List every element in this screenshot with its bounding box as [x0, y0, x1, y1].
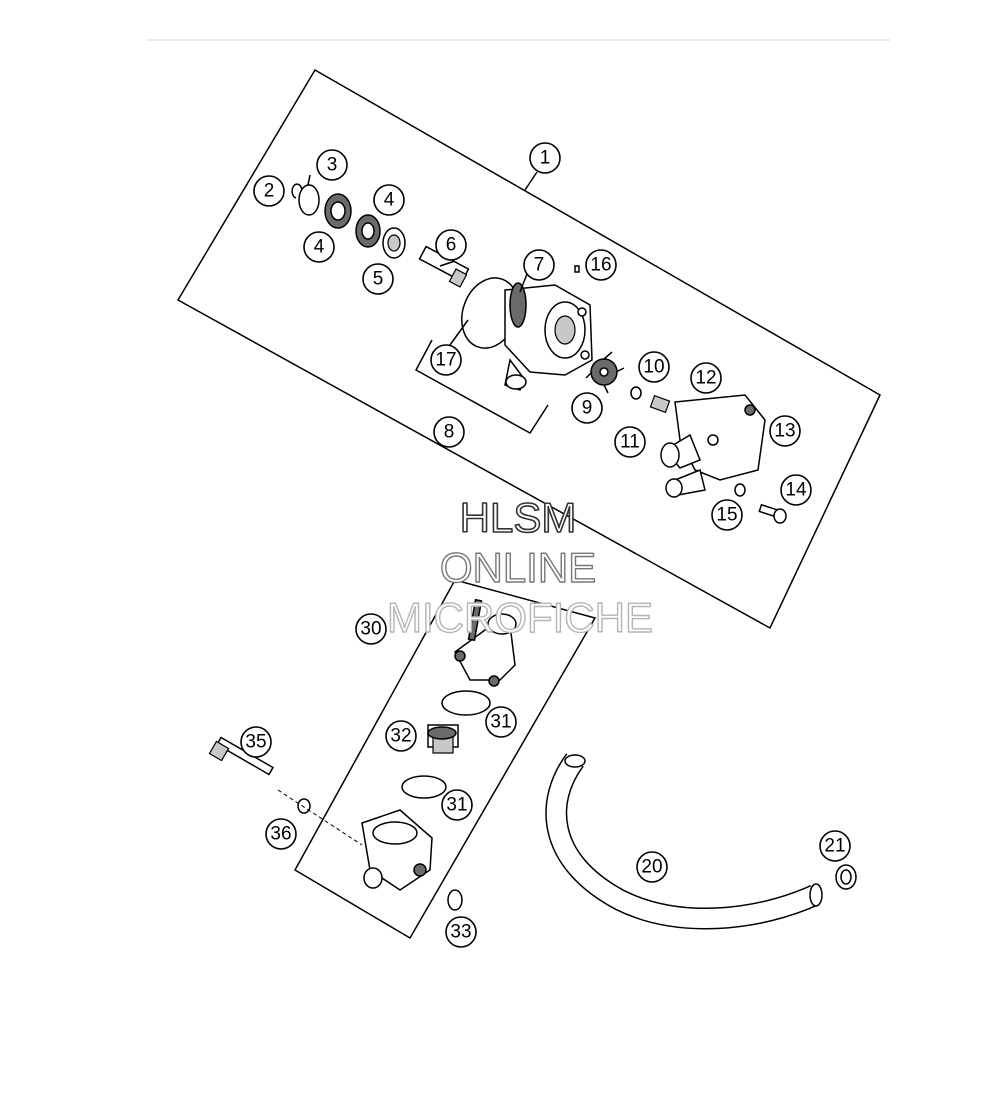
retaining-ring-part [298, 184, 320, 216]
callout-33: 33 [445, 916, 477, 948]
pump-housing-bracket [414, 339, 549, 434]
washer-part [630, 386, 642, 400]
callout-11: 11 [614, 426, 646, 458]
callout-30-label: 30 [360, 619, 381, 640]
thermostat-cover-part [454, 613, 517, 687]
bearing-part-1 [324, 193, 352, 229]
callout-20: 20 [636, 851, 668, 883]
callout-35-label: 35 [245, 732, 266, 753]
thermostat-bolt-part [467, 598, 483, 642]
thermostat-assembly-frame [293, 579, 597, 940]
leader-lines-pump [307, 171, 538, 346]
small-o-ring-part [447, 889, 463, 911]
callout-10: 10 [638, 351, 670, 383]
impeller-part [585, 351, 625, 394]
callout-5: 5 [362, 263, 394, 295]
callout-21: 21 [819, 830, 851, 862]
cover-o-ring-part [734, 483, 746, 497]
callout-15: 15 [711, 499, 743, 531]
callout-4-upper: 4 [373, 184, 405, 216]
callout-13: 13 [769, 415, 801, 447]
callout-6-label: 6 [446, 235, 457, 256]
callout-30: 30 [355, 613, 387, 645]
callout-6: 6 [435, 229, 467, 261]
callout-9: 9 [571, 392, 603, 424]
callout-3: 3 [316, 149, 348, 181]
callout-32-label: 32 [390, 726, 411, 747]
o-ring-small-part [574, 265, 580, 273]
callout-31-lower: 31 [441, 789, 473, 821]
callout-12: 12 [690, 362, 722, 394]
callout-16-label: 16 [590, 255, 611, 276]
impeller-screw-part [649, 394, 671, 414]
long-bolt-part [208, 736, 275, 776]
pump-cover-part [660, 394, 766, 498]
watermark-line-2: ONLINE [440, 544, 596, 591]
callout-11-label: 11 [620, 432, 640, 453]
callout-2: 2 [253, 175, 285, 207]
callout-31-upper: 31 [485, 706, 517, 738]
circlip-part [291, 183, 303, 199]
callout-7: 7 [523, 249, 555, 281]
callout-36-label: 36 [270, 824, 291, 845]
callout-14: 14 [780, 474, 812, 506]
callout-16: 16 [585, 249, 617, 281]
callout-20-label: 20 [641, 857, 662, 878]
o-ring-lower-part [401, 775, 447, 799]
callout-2-label: 2 [264, 181, 275, 202]
watermark-line-1: HLSM [460, 494, 577, 541]
callout-21-label: 21 [824, 836, 845, 857]
hose-clamp-part [835, 864, 857, 890]
bearing-part-2 [355, 214, 381, 248]
callout-15-label: 15 [716, 505, 737, 526]
callout-35: 35 [240, 726, 272, 758]
callout-1: 1 [529, 142, 561, 174]
shaft-seal-part [382, 227, 406, 259]
pump-housing-part [504, 282, 593, 391]
callout-33-label: 33 [450, 922, 471, 943]
callout-17: 17 [430, 344, 462, 376]
watermark: HLSM ONLINE MICROFICHE [386, 493, 653, 642]
o-ring-upper-part [441, 690, 491, 716]
callout-13-label: 13 [774, 421, 795, 442]
callout-17-label: 17 [435, 350, 456, 371]
callout-31-lower-label: 31 [446, 795, 467, 816]
callout-1-label: 1 [540, 148, 551, 169]
callout-31-upper-label: 31 [490, 712, 511, 733]
thermostat-housing-part [361, 809, 433, 891]
callout-10-label: 10 [643, 357, 664, 378]
cover-screw-part [758, 503, 787, 524]
callout-4-upper-label: 4 [384, 190, 395, 211]
callout-4-lower: 4 [303, 231, 335, 263]
callout-9-label: 9 [582, 398, 593, 419]
callout-12-label: 12 [695, 368, 716, 389]
bolt-assembly-dash [277, 789, 363, 846]
water-pump-assembly-frame [176, 68, 881, 630]
callout-3-label: 3 [327, 155, 338, 176]
callout-4-lower-label: 4 [314, 237, 325, 258]
coolant-hose-part [545, 753, 823, 930]
callout-14-label: 14 [785, 480, 807, 501]
callout-5-label: 5 [373, 269, 384, 290]
bolt-washer-part [297, 798, 311, 814]
thermostat-part [427, 724, 459, 754]
callout-32: 32 [385, 720, 417, 752]
callout-36: 36 [265, 818, 297, 850]
callout-8: 8 [433, 416, 465, 448]
watermark-line-3: MICROFICHE [387, 594, 653, 641]
callout-7-label: 7 [534, 255, 545, 276]
callout-8-label: 8 [444, 422, 455, 443]
